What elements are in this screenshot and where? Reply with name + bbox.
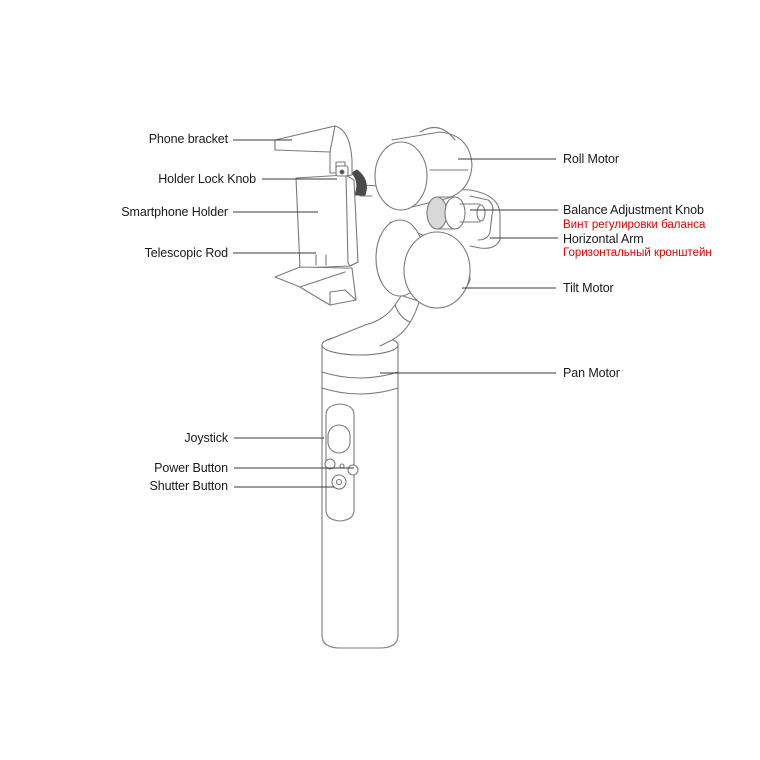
telescopic-rod	[274, 254, 357, 306]
joystick	[327, 424, 351, 454]
label-smartphone-holder: Smartphone Holder	[121, 205, 228, 219]
shutter-button-inner	[335, 478, 343, 486]
label-tilt-motor: Tilt Motor	[563, 281, 614, 295]
label-phone-bracket: Phone bracket	[148, 132, 228, 146]
label-telescopic-rod: Telescopic Rod	[144, 246, 228, 260]
phone-bracket	[274, 125, 353, 177]
label-pan-motor: Pan Motor	[563, 366, 620, 380]
status-led	[339, 463, 345, 469]
power-button	[324, 458, 336, 470]
label-balance-adjustment-knob: Balance Adjustment Knob	[563, 203, 704, 217]
roll-motor	[374, 126, 473, 211]
smartphone-holder	[295, 174, 359, 269]
tilt-motor	[375, 219, 471, 309]
power-button-right	[347, 464, 359, 476]
label-horizontal-arm-ru: Горизонтальный кронштейн	[563, 247, 712, 259]
label-shutter-button: Shutter Button	[149, 479, 228, 493]
label-balance-adjustment-knob-ru: Винт регулировки баланса	[563, 219, 706, 231]
label-holder-lock-knob: Holder Lock Knob	[158, 172, 256, 186]
holder-lock-knob	[335, 165, 349, 177]
balance-adjustment-knob	[426, 196, 486, 230]
label-roll-motor: Roll Motor	[563, 152, 619, 166]
label-horizontal-arm: Horizontal Arm	[563, 232, 644, 246]
leader-lines	[233, 139, 558, 488]
label-joystick: Joystick	[184, 431, 228, 445]
label-power-button: Power Button	[154, 461, 228, 475]
pan-motor	[321, 371, 399, 395]
